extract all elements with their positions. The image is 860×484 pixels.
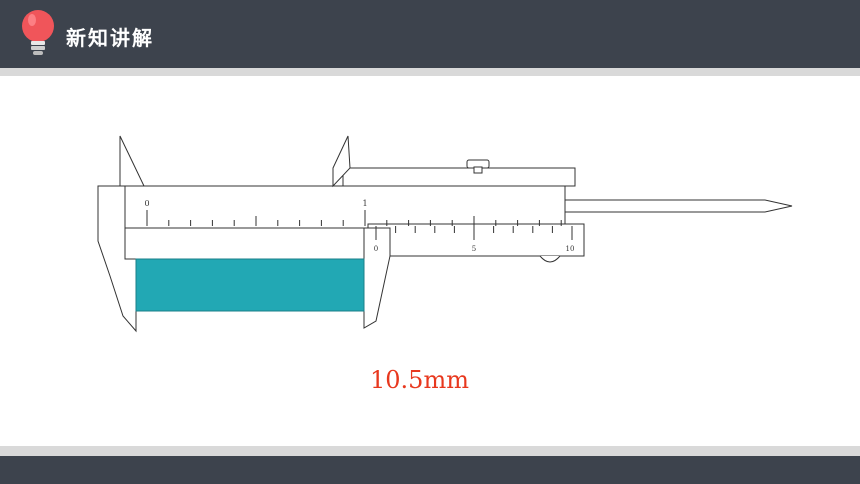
main-scale-ticks: [146, 210, 562, 226]
header-divider: [0, 68, 860, 76]
lightbulb-icon: [22, 10, 54, 55]
measured-object: [135, 258, 365, 312]
vernier-upper-jaw: [332, 135, 351, 188]
vernier-scale-label: 10: [566, 245, 575, 253]
vernier-scale-plate: [367, 223, 585, 257]
vernier-scale-ticks: [375, 226, 573, 240]
thumb-wheel: [539, 255, 561, 263]
vernier-slider-top: [342, 167, 576, 187]
depth-rod: [564, 199, 793, 213]
main-lower-jaw: [97, 185, 137, 333]
vernier-scale-label: 5: [472, 245, 476, 253]
content-area: 0 1 0 5 10 10.5mm: [0, 76, 860, 446]
main-upper-jaw: [119, 135, 145, 187]
vernier-lower-jaw: [363, 227, 391, 329]
main-beam: [97, 185, 566, 229]
measurement-reading: 10.5mm: [370, 366, 469, 394]
vernier-caliper-diagram: 0 1 0 5 10: [97, 135, 793, 333]
footer-divider: [0, 446, 860, 456]
header-bar: 新知讲解: [0, 0, 860, 68]
page-title: 新知讲解: [66, 26, 154, 50]
main-scale-label: 1: [362, 199, 367, 208]
footer-bar: [0, 456, 860, 484]
main-scale-label: 0: [144, 199, 149, 208]
vernier-scale-label: 0: [374, 245, 378, 253]
